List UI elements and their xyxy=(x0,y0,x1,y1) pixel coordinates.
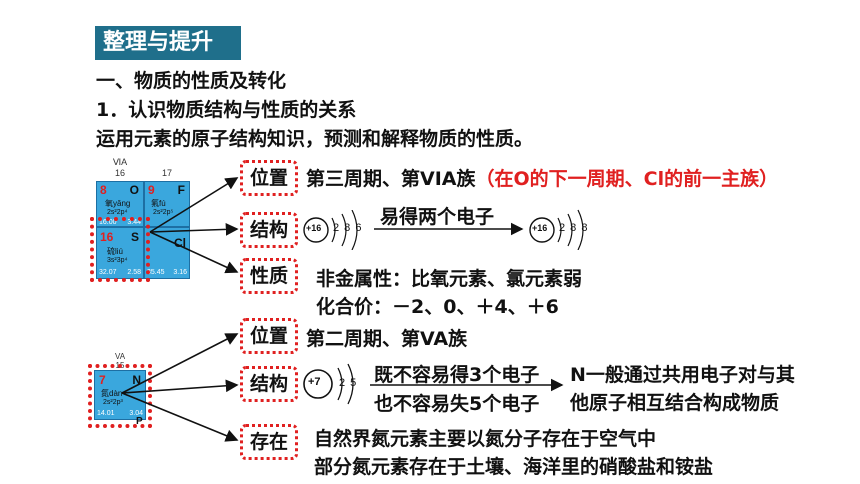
fluorine-z: 9 xyxy=(148,183,155,197)
arrow-n-exist xyxy=(121,392,239,442)
sulfur-mass: 32.07 xyxy=(99,269,117,276)
oxygen-name: 氧yǎng xyxy=(105,199,131,208)
oxygen-z: 8 xyxy=(100,183,107,197)
chlorine-mass: 35.45 xyxy=(147,269,165,276)
phosphorus-symbol: P xyxy=(136,416,143,427)
oxygen-mass: 16.00 xyxy=(99,219,117,226)
oxygen-symbol: O xyxy=(129,183,139,197)
n-atom-diagram: +7 2 5 xyxy=(302,362,368,406)
s-shells-after: 2 8 8 xyxy=(559,222,589,234)
s-atom-diagram-after: +16 2 8 8 xyxy=(528,208,598,250)
group-number: 16 xyxy=(114,168,125,178)
n-exist-line1: 自然界氮元素主要以氮分子存在于空气中 xyxy=(314,428,657,450)
s-position-text: 第三周期、第VIA族（在O的下一周期、Cl的前一主族） xyxy=(306,164,778,191)
s-property-line1: 非金属性：比氧元素、氯元素弱 xyxy=(316,268,583,290)
sulfur-highlight xyxy=(90,217,150,282)
nitrogen-electronegativity: 3.04 xyxy=(129,410,143,417)
fluorine-name: 氟fú xyxy=(151,199,166,208)
n-position-text: 第二周期、第VA族 xyxy=(306,328,468,350)
arrow-s-structure xyxy=(149,222,239,236)
chlorine-cell: Cl 35.45 3.16 xyxy=(144,227,190,279)
intro-text: 运用元素的原子结构知识，预测和解释物质的性质。 xyxy=(96,128,534,150)
fluorine-config: 2s²2p⁵ xyxy=(153,209,174,216)
sulfur-cell: 16 S 硫liú 3s²3p⁴ 32.07 2.58 xyxy=(96,227,144,279)
nitrogen-name: 氮dàn xyxy=(101,389,123,398)
n-shells: 2 5 xyxy=(339,377,358,389)
tag-s-property: 性质 xyxy=(240,258,298,294)
heading-2: 1．认识物质结构与性质的关系 xyxy=(96,99,357,121)
nitrogen-config: 2s²2p³ xyxy=(103,399,123,406)
n-group-label: VA xyxy=(114,352,126,361)
arrow-n-position xyxy=(121,333,239,394)
n-atom-shells xyxy=(303,363,354,405)
n-conclusion-line2: 他原子相互结合构成物质 xyxy=(570,392,780,414)
s-nucleus-before: +16 xyxy=(306,223,322,233)
oxygen-config: 2s²2p⁴ xyxy=(107,209,128,216)
nitrogen-periodic-table: VA 15 7 N 氮dàn 2s²2p³ 14.01 3.04 P xyxy=(88,352,152,428)
sulfur-electronegativity: 2.58 xyxy=(127,269,141,276)
n-nucleus: +7 xyxy=(308,376,321,388)
fluorine-symbol: F xyxy=(177,183,185,197)
arrow-n-structure xyxy=(121,379,239,394)
n-lower-arrow-label: 也不容易失5个电子 xyxy=(374,393,540,415)
tag-n-structure: 结构 xyxy=(240,366,298,402)
oxygen-electronegativity: 3.44 xyxy=(127,219,141,226)
tag-s-position: 位置 xyxy=(240,160,298,196)
tag-n-exist: 存在 xyxy=(240,424,298,460)
sulfur-periodic-table: ⅥA 16 17 8 O 氧yǎng 2s²2p⁴ 16.00 3.44 9 F… xyxy=(90,157,192,282)
group-number-17: 17 xyxy=(161,168,172,178)
arrow-s-property xyxy=(149,231,239,274)
s-position-note: （在O的下一周期、Cl的前一主族） xyxy=(475,168,779,190)
n-exist-line2: 部分氮元素存在于土壤、海洋里的硝酸盐和铵盐 xyxy=(314,456,714,478)
sulfur-name: 硫liú xyxy=(107,247,124,256)
nitrogen-cell: 7 N 氮dàn 2s²2p³ 14.01 3.04 xyxy=(94,370,146,420)
chlorine-electronegativity: 3.16 xyxy=(173,269,187,276)
s-position-main: 第三周期、第VIA族 xyxy=(306,168,476,190)
sulfur-config: 3s²3p⁴ xyxy=(107,257,128,264)
section-banner: 整理与提升 xyxy=(95,26,241,60)
tag-s-structure: 结构 xyxy=(240,212,298,248)
s-atom-shells-before xyxy=(303,210,358,250)
nitrogen-highlight xyxy=(88,364,152,428)
nitrogen-mass: 14.01 xyxy=(97,410,115,417)
nitrogen-symbol: N xyxy=(132,373,141,387)
fluorine-cell: 9 F 氟fú 2s²2p⁵ xyxy=(144,181,190,227)
s-nucleus-after: +16 xyxy=(532,223,548,233)
s-property-line2: 化合价：－2、0、＋4、＋6 xyxy=(316,296,559,318)
s-atom-diagram-before: +16 2 8 6 xyxy=(302,210,372,250)
sulfur-z: 16 xyxy=(100,230,114,244)
nitrogen-z: 7 xyxy=(99,373,106,387)
n-upper-arrow-label: 既不容易得3个电子 xyxy=(374,364,540,386)
sulfur-symbol: S xyxy=(130,230,139,244)
s-arrow-label: 易得两个电子 xyxy=(380,206,495,228)
s-atom-shells-after xyxy=(529,209,584,250)
s-shells-before: 2 8 6 xyxy=(333,222,363,234)
group-label: ⅥA xyxy=(112,157,128,167)
heading-1: 一、物质的性质及转化 xyxy=(96,70,287,92)
arrow-s-position xyxy=(149,177,239,233)
n-conclusion-line1: N一般通过共用电子对与其 xyxy=(570,364,795,386)
tag-n-position: 位置 xyxy=(240,318,298,354)
